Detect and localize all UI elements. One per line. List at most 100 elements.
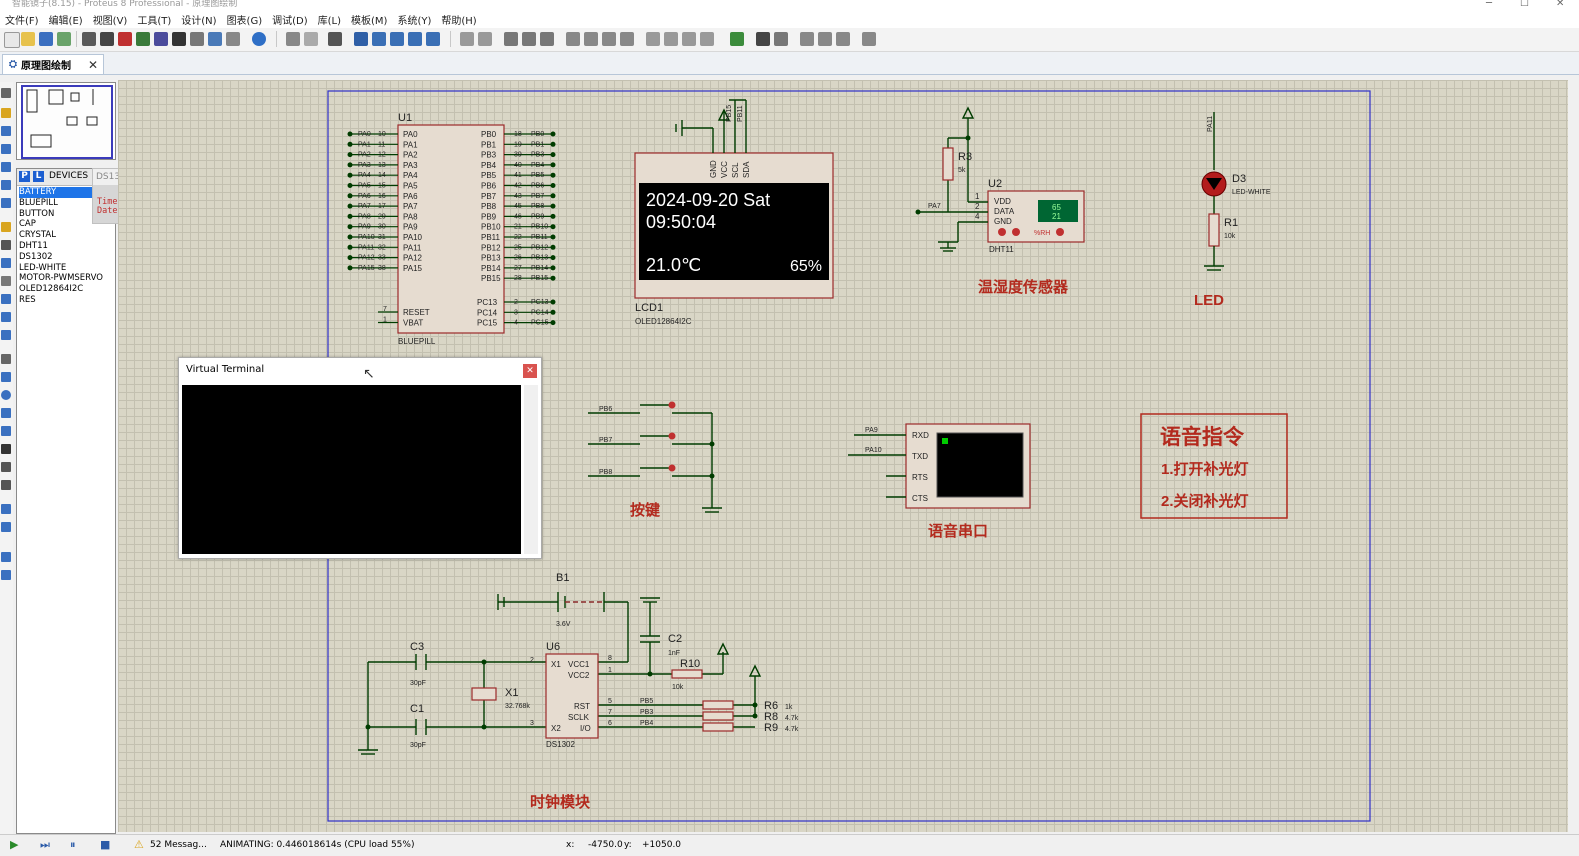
generator-icon[interactable] [1,294,11,304]
buttons-circuit[interactable]: PB6 PB7 PB8 按键 [588,401,722,520]
tab-schematic[interactable]: ⛭ 原理图绘制 ✕ [2,54,104,74]
device-item[interactable]: CAP [19,219,36,230]
dht-button3[interactable] [1056,228,1064,236]
dht-button2[interactable] [1012,228,1020,236]
text-script-icon[interactable] [1,162,11,172]
play-icon[interactable]: ▶ [10,838,19,851]
step-icon[interactable]: ⏭ [40,838,50,851]
rotate-ccw-icon[interactable] [1,522,11,532]
netlist-icon[interactable] [862,32,876,46]
menu-help[interactable]: 帮助(H) [441,16,477,27]
decompose-icon[interactable] [700,32,714,46]
menu-tools[interactable]: 工具(T) [137,16,172,27]
bom-icon[interactable] [172,32,186,46]
origin-icon[interactable] [328,32,342,46]
dht-button1[interactable] [998,228,1006,236]
bus-icon[interactable] [1,180,11,190]
library-button[interactable]: L [33,171,44,182]
new-file-icon[interactable] [4,32,20,48]
zoom-out-icon[interactable] [390,32,404,46]
block-copy-icon[interactable] [566,32,580,46]
btn2-indicator[interactable] [668,432,676,440]
flip-horizontal-icon[interactable] [1,552,11,562]
block-delete-icon[interactable] [620,32,634,46]
text-icon[interactable] [1,444,11,454]
menu-edit[interactable]: 编辑(E) [48,16,83,27]
source-icon[interactable] [208,32,222,46]
circle-icon[interactable] [1,390,11,400]
packaging-icon[interactable] [682,32,696,46]
btn3-indicator[interactable] [668,464,676,472]
junction-icon[interactable] [1,126,11,136]
vertical-scrollbar[interactable] [1568,80,1579,832]
pick-device-button[interactable]: P [19,171,30,182]
search-icon[interactable] [756,32,770,46]
component-mode-icon[interactable] [1,108,11,118]
redo-icon[interactable] [478,32,492,46]
project-notes-icon[interactable] [226,32,240,46]
wire-label-icon[interactable] [1,144,11,154]
box-icon[interactable] [1,372,11,382]
flip-vertical-icon[interactable] [1,570,11,580]
exit-to-parent-icon[interactable] [836,32,850,46]
device-item[interactable]: MOTOR-PWMSERVO [19,273,103,284]
lcd-oled[interactable]: 2024-09-20 Sat 09:50:04 21.0℃ 65% LCD1 O… [634,99,834,326]
home-icon[interactable] [82,32,96,46]
stop-icon[interactable]: ■ [100,838,111,851]
subcircuit-icon[interactable] [1,198,11,208]
pick-device-icon[interactable] [646,32,660,46]
gerber-icon[interactable] [154,32,168,46]
pin-icon[interactable] [1,240,11,250]
menu-view[interactable]: 视图(V) [92,16,128,27]
dht11-sensor[interactable]: 65 21 %RH VDD DATA GND 1 2 4 U2 DHT11 [915,106,1085,296]
undo-icon[interactable] [460,32,474,46]
refresh-icon[interactable] [286,32,300,46]
import-icon[interactable] [57,32,71,46]
btn1-indicator[interactable] [668,401,676,409]
arc-icon[interactable] [1,408,11,418]
device-item[interactable]: LED-WHITE [19,262,67,273]
grid-icon[interactable] [304,32,318,46]
select-mode-icon[interactable] [1,88,11,98]
menu-template[interactable]: 模板(M) [351,16,388,27]
graph-icon[interactable] [1,258,11,268]
rotate-cw-icon[interactable] [1,504,11,514]
device-item[interactable]: DS1302 [19,251,53,262]
virtual-terminal-window[interactable]: Virtual Terminal ✕ ↖ [178,357,542,559]
virtual-terminal-close-button[interactable]: ✕ [523,364,537,378]
device-item[interactable]: BATTERY [19,187,113,198]
device-item[interactable]: OLED12864I2C [19,284,84,295]
zoom-in-icon[interactable] [372,32,386,46]
make-device-icon[interactable] [664,32,678,46]
menu-design[interactable]: 设计(N) [181,16,217,27]
menu-library[interactable]: 库(L) [317,16,342,27]
wire-autorouter-icon[interactable] [730,32,744,46]
close-tab-icon[interactable]: ✕ [87,57,98,72]
overview-window[interactable] [16,82,116,160]
cut-icon[interactable] [504,32,518,46]
led-circuit[interactable]: PA11 D3 LED-WHITE R1 10k LED [1194,112,1271,309]
probe-icon[interactable] [1,312,11,322]
clock-module[interactable]: B1 3.6V C3 30pF C1 30pF C2 1nF X1 32.768… [358,572,799,811]
device-item[interactable]: CRYSTAL [19,230,56,241]
menu-debug[interactable]: 调试(D) [272,16,308,27]
pause-icon[interactable]: ⏸ [70,838,76,851]
uart-terminal[interactable]: RXD TXD RTS CTS PA9 PA10 语音串口 [848,423,1031,540]
paste-icon[interactable] [540,32,554,46]
close-window-icon[interactable]: ✕ [1556,0,1565,9]
maximize-icon[interactable]: ☐ [1520,0,1529,9]
virtual-terminal-header[interactable]: Virtual Terminal ✕ [179,358,541,382]
3d-icon[interactable] [136,32,150,46]
terminal-icon[interactable] [1,222,11,232]
device-item[interactable]: DHT11 [19,240,48,251]
tape-icon[interactable] [1,276,11,286]
block-rotate-icon[interactable] [602,32,616,46]
virtual-terminal-screen[interactable] [182,385,521,554]
virtual-terminal-scrollbar[interactable] [524,385,538,554]
schematic-icon[interactable] [100,32,114,46]
device-item[interactable]: RES [19,294,36,305]
save-icon[interactable] [39,32,53,46]
line-icon[interactable] [1,354,11,364]
marker-icon[interactable] [1,480,11,490]
minimize-icon[interactable]: ─ [1486,0,1493,9]
